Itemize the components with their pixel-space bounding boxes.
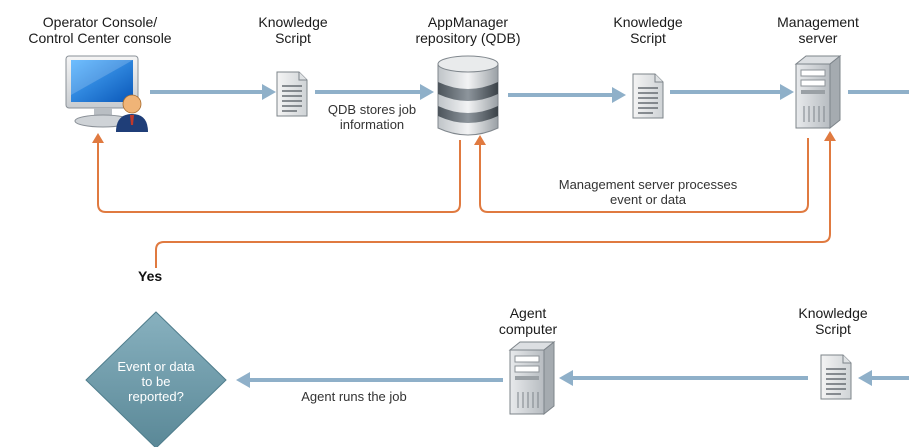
note-line: QDB stores job (327, 102, 417, 117)
database-icon (437, 55, 499, 136)
label-agent-computer: Agent computer (478, 305, 578, 337)
label-line: Script (815, 321, 851, 337)
label-line: server (798, 30, 838, 46)
label-line: Control Center console (28, 30, 172, 46)
label-knowledge-script-2: Knowledge Script (598, 14, 698, 46)
feedback-arrowheads (92, 131, 836, 145)
label-line: Script (630, 30, 666, 46)
arrowhead (559, 370, 573, 386)
note-line: event or data (610, 192, 686, 207)
decision-line: reported? (128, 389, 184, 404)
decision-line: to be (141, 374, 171, 389)
feedback-repository-to-console (97, 140, 461, 213)
monitor-with-user-icon (65, 55, 148, 132)
note-qdb-stores: QDB stores job information (312, 102, 432, 132)
decision-line: Event or data (117, 359, 195, 374)
label-line: AppManager (427, 14, 509, 30)
label-operator-console: Operator Console/ Control Center console (0, 14, 200, 46)
feedback-server-to-repository (479, 138, 809, 213)
arrowhead (780, 84, 794, 100)
note-line: information (339, 117, 405, 132)
label-knowledge-script-1: Knowledge Script (243, 14, 343, 46)
document-icon (632, 73, 664, 119)
label-line: Agent (509, 305, 547, 321)
label-line: repository (QDB) (415, 30, 521, 46)
label-line: Management (777, 14, 859, 30)
note-management-server-processes: Management server processes event or dat… (540, 177, 756, 207)
label-line: Script (275, 30, 311, 46)
note-agent-runs-job: Agent runs the job (280, 389, 428, 404)
feedback-arrows (97, 138, 831, 268)
document-icon (276, 71, 308, 117)
label-repository: AppManager repository (QDB) (398, 14, 538, 46)
arrowhead (858, 370, 872, 386)
flow-arrows (150, 84, 909, 388)
document-icon (820, 354, 852, 400)
label-line: Knowledge (613, 14, 683, 30)
label-line: computer (498, 321, 558, 337)
arrowhead (262, 84, 276, 100)
yes-label: Yes (138, 268, 163, 284)
label-line: Knowledge (258, 14, 328, 30)
decision-text: Event or data to be reported? (101, 359, 211, 404)
note-line: Management server processes (558, 177, 738, 192)
note-line: Agent runs the job (301, 389, 407, 404)
server-tower-icon (794, 54, 842, 130)
label-line: Operator Console/ (42, 14, 158, 30)
decision-diamond (85, 311, 227, 447)
label-knowledge-script-3: Knowledge Script (783, 305, 883, 337)
label-line: Knowledge (798, 305, 868, 321)
arrowhead (236, 372, 250, 388)
feedback-decision-to-server (155, 138, 831, 268)
label-management-server: Management server (763, 14, 873, 46)
server-tower-icon (508, 340, 556, 416)
arrowhead (612, 87, 626, 103)
arrowhead (420, 84, 434, 100)
